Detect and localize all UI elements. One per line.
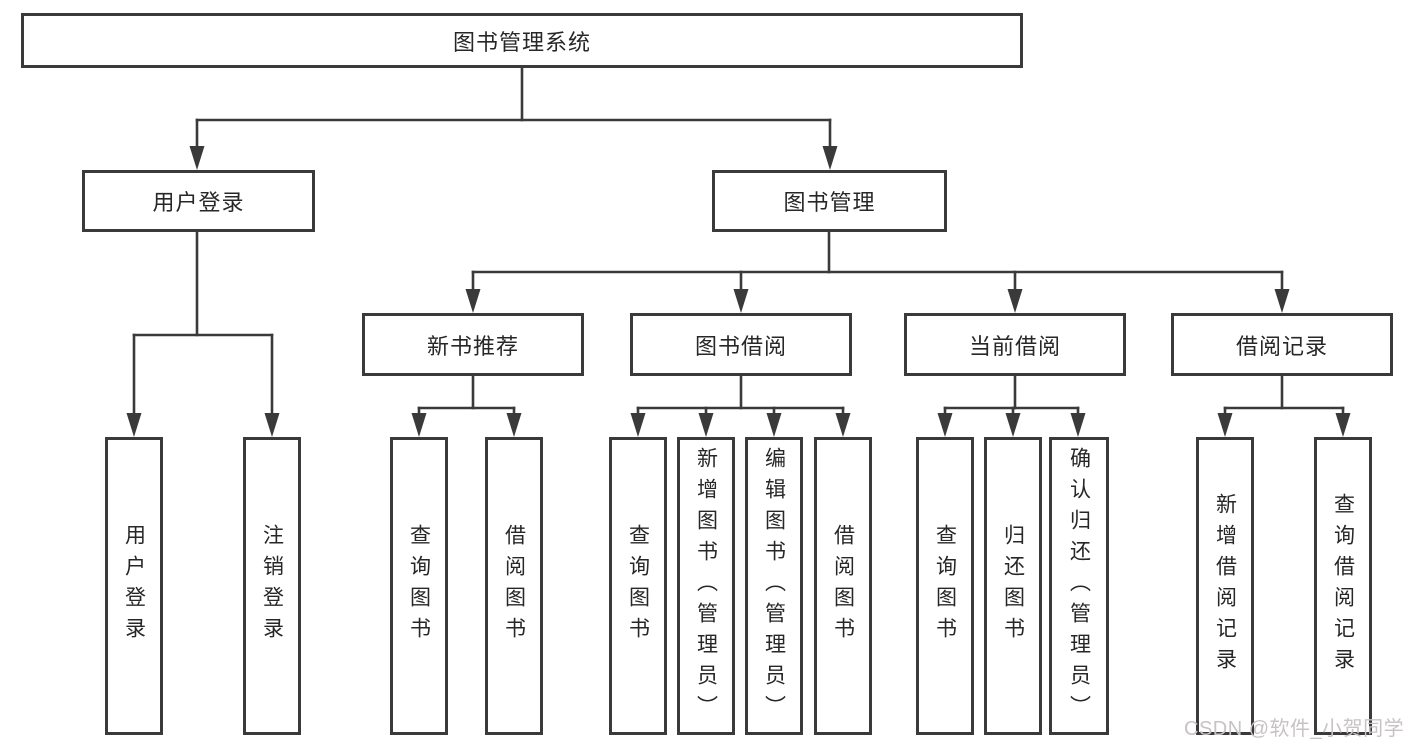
leaf-return-books: 归还图书 <box>984 437 1042 735</box>
leaf-edit-books-admin: 编辑图书（管理员） <box>745 437 803 735</box>
leaf-query-books-borrowing: 查询图书 <box>609 437 667 735</box>
leaf-logout: 注销登录 <box>243 437 301 735</box>
node-root-library-system: 图书管理系统 <box>21 13 1023 68</box>
leaf-query-books-current: 查询图书 <box>916 437 974 735</box>
node-current-borrowing: 当前借阅 <box>904 313 1126 376</box>
node-book-borrowing: 图书借阅 <box>630 313 852 376</box>
node-borrow-records: 借阅记录 <box>1171 313 1393 376</box>
leaf-borrow-books: 借阅图书 <box>814 437 872 735</box>
leaf-user-login: 用户登录 <box>105 437 163 735</box>
node-new-book-recommend: 新书推荐 <box>362 313 584 376</box>
leaf-query-borrow-record: 查询借阅记录 <box>1314 437 1372 735</box>
leaf-add-borrow-record: 新增借阅记录 <box>1196 437 1254 735</box>
node-user-login: 用户登录 <box>82 170 315 232</box>
node-book-management: 图书管理 <box>712 170 947 232</box>
leaf-query-books-recommend: 查询图书 <box>390 437 448 735</box>
csdn-watermark: CSDN @软件_小贺同学 <box>1184 718 1405 740</box>
leaf-confirm-return-admin: 确认归还（管理员） <box>1049 437 1109 735</box>
leaf-borrow-books-recommend: 借阅图书 <box>485 437 543 735</box>
leaf-add-books-admin: 新增图书（管理员） <box>677 437 735 735</box>
